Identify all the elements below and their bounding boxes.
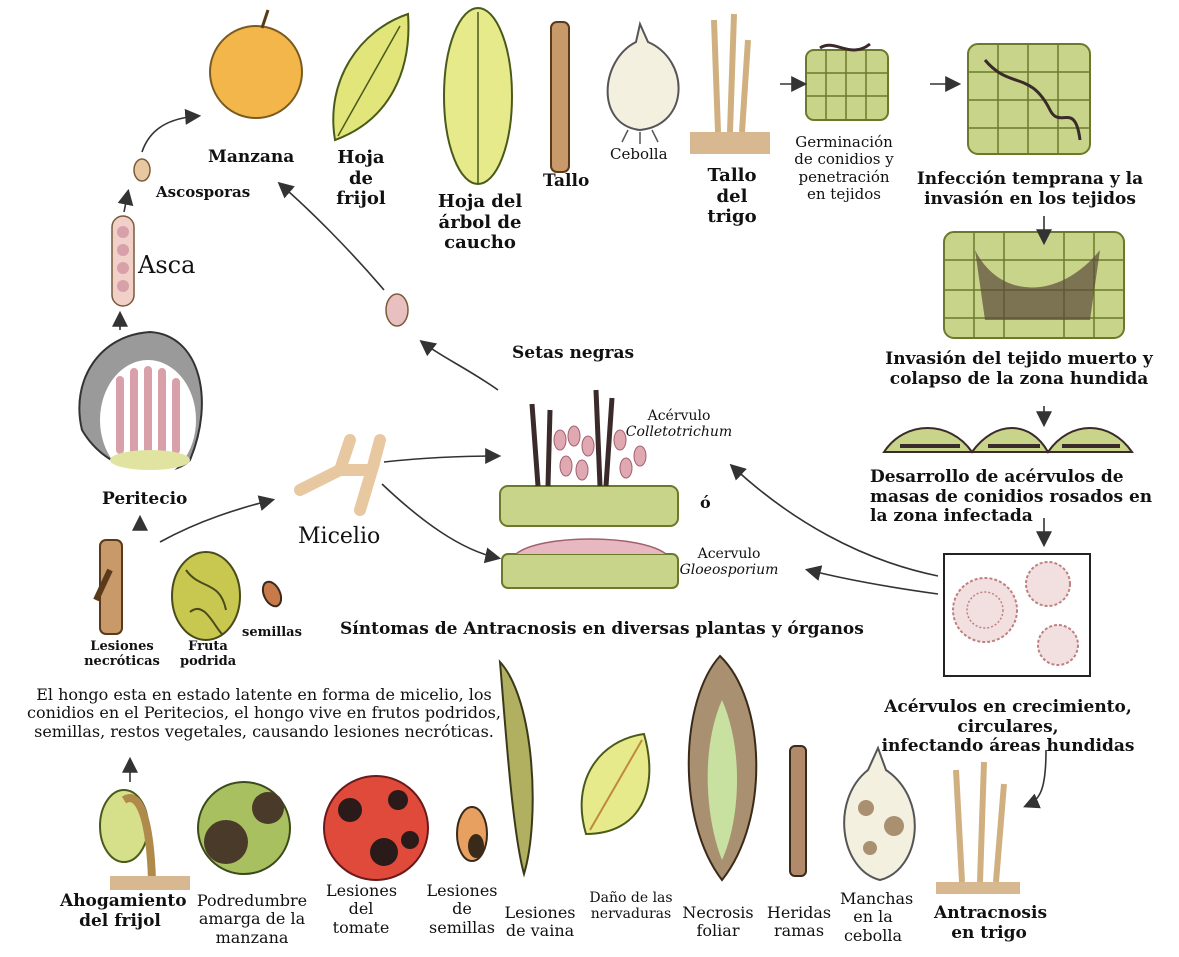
label-ahogamiento: Ahogamiento del frijol (60, 892, 180, 931)
latent-description: El hongo esta en estado latente en forma… (14, 686, 514, 741)
label-ascosporas: Ascosporas (156, 184, 250, 201)
stem-illustration (551, 22, 569, 172)
label-infeccion: Infección temprana y la invasión en los … (914, 170, 1146, 209)
tomato-illustration (324, 776, 428, 880)
label-lesiones-necroticas: Lesiones necróticas (82, 640, 162, 670)
bean-leaf-illustration (333, 14, 408, 140)
necrotic-leaf-illustration (689, 656, 757, 880)
seed-illustration (259, 579, 284, 609)
label-manzana: Manzana (208, 148, 294, 168)
label-necrosis: Necrosis foliar (676, 904, 760, 941)
necrotic-lesion-illustration (96, 540, 122, 634)
invaded-tissue-illustration (944, 232, 1124, 338)
label-lesiones-vaina: Lesiones de vaina (502, 904, 578, 941)
label-hoja-frijol: Hoja de frijol (336, 148, 386, 210)
veined-leaf-illustration (582, 734, 650, 834)
label-tallo: Tallo (543, 172, 589, 192)
label-antracnosis-trigo: Antracnosis en trigo (934, 904, 1044, 943)
label-hoja-caucho: Hoja del árbol de caucho (430, 192, 530, 254)
label-lesiones-semillas: Lesiones de semillas (418, 882, 506, 937)
symptoms-title: Síntomas de Antracnosis en diversas plan… (340, 620, 864, 640)
wheat-illustration (936, 762, 1020, 894)
bean-seed-illustration (457, 807, 487, 861)
early-infection-tissue-illustration (968, 44, 1090, 154)
onion-illustration (608, 24, 679, 144)
label-invasion: Invasión del tejido muerto y colapso de … (866, 350, 1172, 389)
collapsed-zone-illustration (884, 428, 1132, 452)
label-setas: Setas negras (512, 344, 634, 364)
label-o: ó (700, 494, 711, 512)
acervuli-circles-box (944, 554, 1090, 676)
label-podredumbre: Podredumbre amarga de la manzana (194, 892, 310, 947)
wounded-branch-illustration (790, 746, 806, 876)
label-desarrollo: Desarrollo de acérvulos de masas de coni… (870, 468, 1170, 527)
wheat-stem-illustration (690, 14, 770, 154)
bean-seedling-illustration (100, 790, 190, 890)
label-fruta-podrida: Fruta podrida (180, 640, 236, 670)
mycelium-illustration (300, 440, 380, 510)
ascospore-illustration (134, 159, 150, 181)
bitter-rot-apple-illustration (198, 782, 290, 874)
rotten-fruit-illustration (172, 552, 240, 640)
label-heridas: Heridas ramas (766, 904, 832, 941)
spotted-onion-illustration (844, 748, 915, 880)
label-manchas: Manchas en la cebolla (840, 890, 906, 945)
acervulus-gloeosporium-illustration (502, 539, 678, 588)
label-micelio: Micelio (298, 524, 380, 549)
label-semillas: semillas (242, 626, 302, 641)
germination-tissue-illustration (806, 44, 888, 120)
label-cebolla: Cebolla (610, 146, 668, 163)
label-nervaduras: Daño de las nervaduras (580, 890, 682, 922)
label-asca: Asca (138, 252, 195, 280)
label-tallo-trigo: Tallo del trigo (700, 166, 764, 228)
label-peritecio: Peritecio (102, 490, 187, 510)
label-crecimiento: Acérvulos en crecimiento, circulares, in… (838, 698, 1178, 757)
conidium-illustration (386, 294, 408, 326)
label-tomate: Lesiones del tomate (326, 882, 396, 937)
ascus-illustration (112, 216, 134, 306)
apple-illustration (210, 10, 302, 118)
rubber-leaf-illustration (444, 8, 512, 184)
label-germinacion: Germinación de conidios y penetración en… (786, 134, 902, 203)
perithecium-illustration (79, 332, 202, 480)
